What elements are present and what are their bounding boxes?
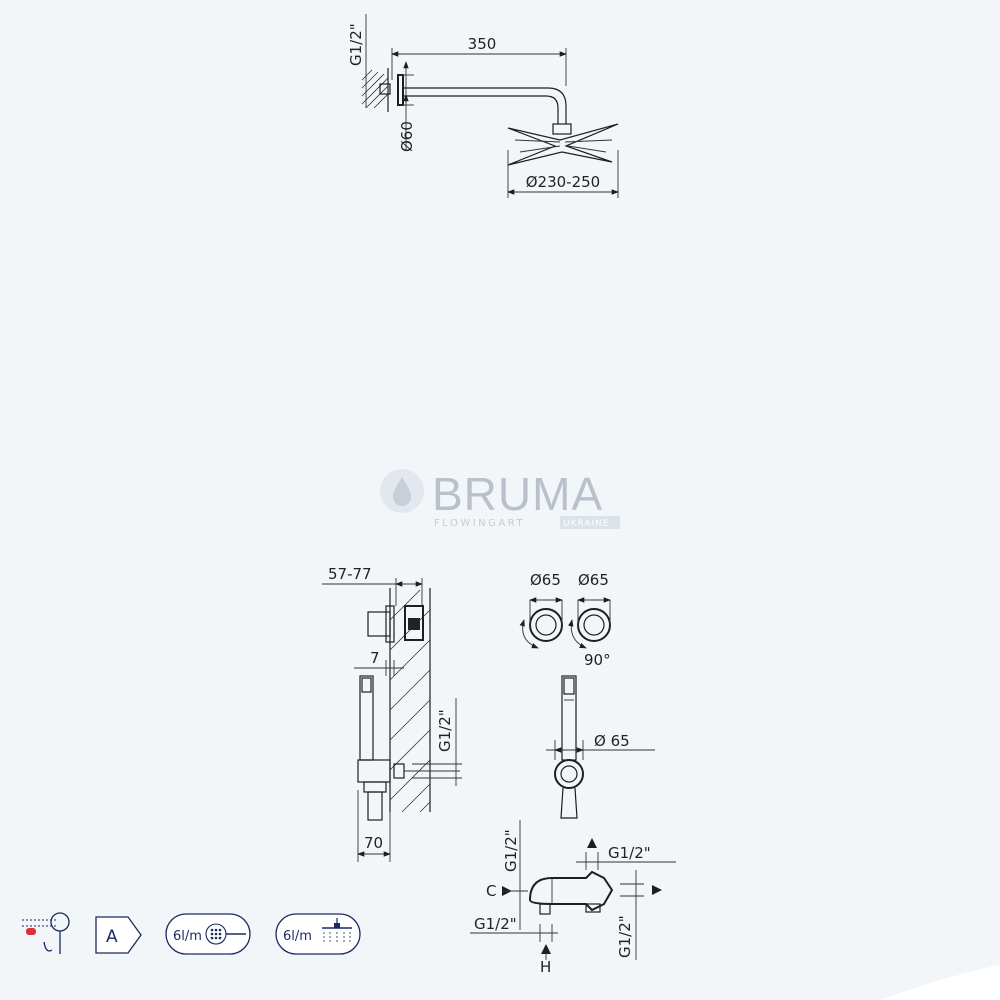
brand-name: BRUMA — [432, 468, 603, 520]
water-drop-icon — [393, 477, 411, 506]
mixer-icon — [22, 912, 70, 954]
rain-shower-icon — [322, 918, 352, 944]
handle-right-diameter: Ø65 — [578, 571, 609, 589]
offset-label: 7 — [370, 649, 380, 667]
energy-class-label: A — [106, 927, 118, 947]
front-view-diagram: Ø 65 — [546, 675, 655, 819]
wall-outlet-diagram: 57-77 7 G1/2" 70 — [322, 565, 462, 862]
flange-diameter-label: Ø60 — [398, 121, 416, 152]
handle-left-circle — [529, 608, 563, 642]
mixer-thread-right-vertical-label: G1/2" — [616, 915, 634, 958]
mixer-thread-bottom-left-label: G1/2" — [474, 915, 517, 933]
mixer-body-diagram: G1/2" C G1/2" G1/2" H G1/2" — [470, 820, 676, 976]
handle-left-diameter: Ø65 — [530, 571, 561, 589]
outlet-thread-label: G1/2" — [436, 709, 454, 752]
shower-head-diagram: 350 G1/2" Ø60 Ø230-250 — [347, 14, 619, 198]
thread-label-top: G1/2" — [347, 23, 365, 66]
arm-length-label: 350 — [468, 35, 497, 53]
head-diameter-label: Ø230-250 — [526, 173, 600, 191]
mixer-thread-right-label: G1/2" — [608, 844, 651, 862]
h-label: H — [540, 958, 551, 976]
brand-region: UKRAINE — [563, 519, 610, 529]
depth-label: 57-77 — [328, 565, 372, 583]
headshower-flow-badge: 6l/m — [275, 913, 361, 955]
rotation-label: 90° — [584, 651, 611, 669]
handshower-flow-badge: 6l/m — [165, 913, 251, 955]
headshower-flow-label: 6l/m — [283, 929, 312, 944]
badges-row: A 6l/m 6l/m — [22, 912, 361, 955]
c-label: C — [486, 882, 496, 900]
handshower-head-icon — [205, 923, 246, 945]
energy-class-badge: A — [95, 916, 142, 954]
brand-tagline: FLOWINGART — [434, 518, 525, 529]
handles-diagram: Ø65 Ø65 90° — [519, 571, 611, 669]
width-label: 70 — [364, 834, 383, 852]
handshower-flow-label: 6l/m — [173, 929, 202, 944]
front-diameter-label: Ø 65 — [594, 732, 630, 750]
corner-decoration — [880, 965, 1000, 1000]
brand-watermark: BRUMA FLOWINGART UKRAINE — [380, 468, 620, 529]
mixer-thread-top-label: G1/2" — [502, 829, 520, 872]
handle-right-circle — [577, 608, 611, 642]
